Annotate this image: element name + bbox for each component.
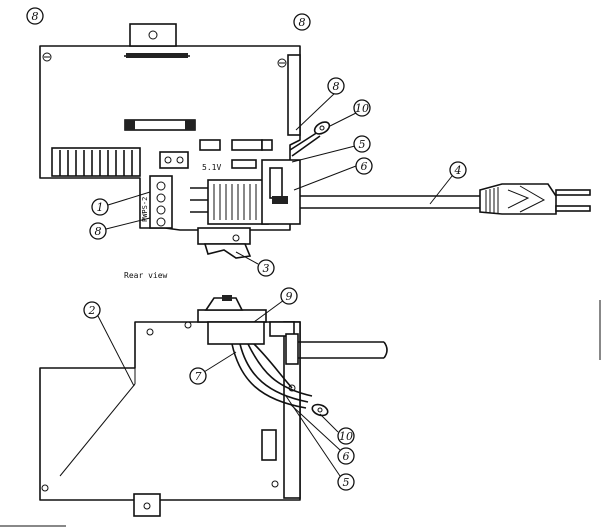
callout-9: 9 <box>280 287 298 305</box>
svg-text:7: 7 <box>195 370 202 383</box>
rocker-switch <box>197 227 252 259</box>
callout-2: 2 <box>83 301 101 319</box>
svg-text:8: 8 <box>333 80 340 93</box>
top-assembly: 5.1V PWPS-2 <box>39 23 591 259</box>
power-switch <box>197 295 295 345</box>
svg-text:5: 5 <box>343 476 350 489</box>
wiring-harness <box>231 343 329 417</box>
heatsink <box>51 147 141 177</box>
callout-10-bottom: 10 <box>337 427 355 445</box>
svg-text:5: 5 <box>359 138 366 151</box>
callout-8-topleft: 8 <box>26 7 44 25</box>
callout-8-right: 8 <box>327 77 345 95</box>
callout-3: 3 <box>257 259 275 277</box>
chassis-plate <box>39 321 301 501</box>
board-label: PWPS-2 <box>141 197 149 222</box>
power-cord-stub <box>285 333 388 365</box>
voltage-label: 5.1V <box>202 163 221 172</box>
svg-text:8: 8 <box>32 10 39 23</box>
svg-text:8: 8 <box>299 16 306 29</box>
svg-text:6: 6 <box>343 450 350 463</box>
callout-5-bottom: 5 <box>337 473 355 491</box>
svg-text:4: 4 <box>454 164 462 177</box>
callout-5-top: 5 <box>353 135 371 153</box>
bottom-assembly <box>39 295 388 517</box>
screw-icon <box>42 52 52 62</box>
callout-8-left: 8 <box>89 222 107 240</box>
svg-text:2: 2 <box>88 304 96 317</box>
callout-6-bottom: 6 <box>337 447 355 465</box>
transformer <box>190 179 269 225</box>
callout-10-top: 10 <box>353 99 371 117</box>
svg-text:10: 10 <box>339 430 353 443</box>
callout-1: 1 <box>91 198 109 216</box>
callout-6-top: 6 <box>355 157 373 175</box>
ring-terminal <box>289 121 331 157</box>
callout-7: 7 <box>189 367 207 385</box>
svg-text:10: 10 <box>355 102 369 115</box>
callout-8-topright: 8 <box>293 13 311 31</box>
leader-lines <box>97 91 453 477</box>
svg-text:3: 3 <box>263 262 270 275</box>
callout-4: 4 <box>449 161 467 179</box>
side-bracket <box>261 54 301 225</box>
power-cord <box>300 183 591 215</box>
terminal-strip <box>149 175 173 229</box>
svg-text:9: 9 <box>286 290 293 303</box>
screw-icon <box>277 58 287 68</box>
svg-text:6: 6 <box>361 160 368 173</box>
svg-text:1: 1 <box>97 201 104 214</box>
fuse <box>124 119 196 131</box>
view-label: Rear view <box>124 271 168 280</box>
top-connector <box>129 23 177 47</box>
svg-text:8: 8 <box>95 225 102 238</box>
